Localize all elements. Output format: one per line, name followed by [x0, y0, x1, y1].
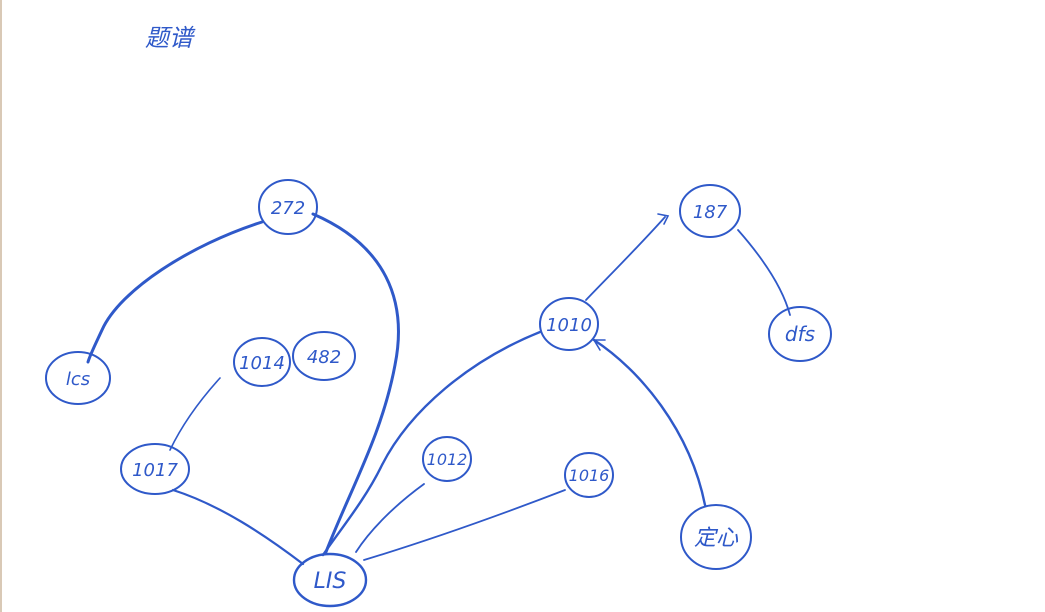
- page-left-border: [0, 0, 2, 612]
- node-1012: 1012: [422, 436, 472, 482]
- node-1016: 1016: [564, 452, 614, 498]
- node-dingxin: 定心: [680, 504, 752, 570]
- edge-1012-lis: [355, 483, 425, 553]
- edge-1010-187-arrow: [657, 213, 670, 225]
- node-1017: 1017: [120, 443, 190, 495]
- node-lcs: lcs: [45, 351, 111, 405]
- node-label-1010: 1010: [546, 315, 592, 336]
- node-label-1012: 1012: [427, 450, 468, 469]
- node-272: 272: [258, 179, 318, 235]
- node-187: 187: [679, 184, 741, 238]
- node-label-dingxin: 定心: [694, 526, 739, 551]
- edge-1017-lis: [171, 488, 305, 566]
- node-1014: 1014: [233, 337, 291, 387]
- edge-1010-lis: [321, 330, 542, 557]
- node-label-1014: 1014: [239, 353, 285, 374]
- node-label-187: 187: [693, 202, 728, 223]
- edge-layer: [86, 212, 791, 566]
- node-label-482: 482: [307, 347, 341, 368]
- edge-272-lis: [311, 212, 400, 554]
- node-label-lis: LIS: [314, 569, 347, 594]
- node-lis: LIS: [292, 552, 368, 608]
- edge-1010-dingxin: [592, 338, 707, 507]
- title-text: 题谱: [145, 24, 196, 52]
- node-label-lcs: lcs: [66, 369, 90, 390]
- edge-187-dfs: [737, 229, 791, 316]
- edge-1010-dingxin-arrow: [592, 339, 606, 351]
- node-label-1016: 1016: [569, 466, 610, 485]
- edge-1014-1017: [169, 377, 221, 451]
- node-482: 482: [292, 331, 356, 381]
- node-label-1017: 1017: [132, 460, 178, 481]
- edge-1010-187: [585, 216, 666, 301]
- node-label-dfs: dfs: [785, 322, 815, 346]
- edge-272-lcs: [86, 220, 264, 364]
- node-dfs: dfs: [768, 306, 832, 362]
- node-layer: 272 lcs 1014 482 1017 LIS 1012 1016: [45, 179, 832, 608]
- edge-1016-lis: [363, 489, 566, 561]
- node-label-272: 272: [271, 198, 305, 219]
- node-1010: 1010: [539, 297, 599, 351]
